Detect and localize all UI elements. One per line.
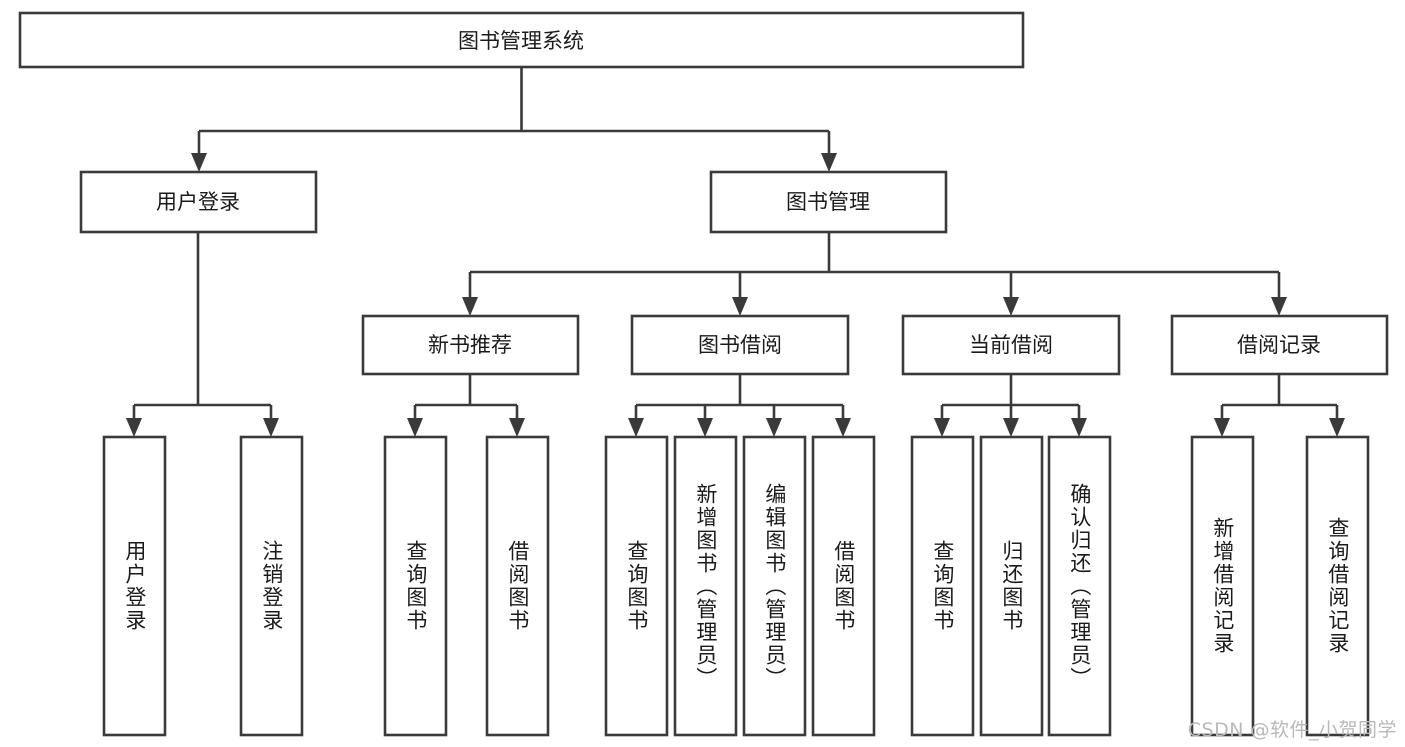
node-borrow-record[interactable]: 借阅记录	[1170, 314, 1389, 376]
connector-bookborrow-to-leaves	[628, 374, 851, 437]
connector-currentborrow-to-leaves	[934, 374, 1087, 437]
connector-borrowrecord-to-leaves	[1214, 374, 1345, 437]
node-book-borrow-label: 图书借阅	[698, 333, 782, 357]
connector-root-to-level2	[191, 67, 837, 172]
connector-newbook-to-leaves	[407, 374, 525, 437]
connector-userlogin-to-leaves	[126, 232, 279, 437]
leaf-box-query-book-2[interactable]	[604, 435, 669, 737]
leaf-box-logout-login[interactable]	[239, 435, 304, 737]
node-book-management[interactable]: 图书管理	[709, 170, 948, 234]
csdn-watermark: CSDN @软件_小贺同学	[1187, 719, 1397, 741]
node-new-book-recommend[interactable]: 新书推荐	[361, 314, 580, 376]
node-root[interactable]: 图书管理系统	[18, 11, 1025, 69]
leaf-box-add-record[interactable]	[1190, 435, 1255, 737]
node-current-borrow-label: 当前借阅	[969, 333, 1053, 357]
leaf-box-add-book[interactable]	[673, 435, 738, 737]
leaf-boxes	[102, 435, 1370, 737]
node-borrow-record-label: 借阅记录	[1237, 333, 1321, 357]
leaf-box-borrow-book-2[interactable]	[811, 435, 876, 737]
node-root-label: 图书管理系统	[458, 29, 584, 53]
connector-booksystem-to-level3	[462, 232, 1287, 316]
node-user-login-label: 用户登录	[156, 190, 240, 214]
leaf-box-edit-book[interactable]	[742, 435, 807, 737]
node-new-book-recommend-label: 新书推荐	[428, 333, 512, 357]
node-user-login[interactable]: 用户登录	[79, 170, 318, 234]
leaf-box-return-book[interactable]	[979, 435, 1044, 737]
leaf-box-query-book-3[interactable]	[910, 435, 975, 737]
node-current-borrow[interactable]: 当前借阅	[901, 314, 1121, 376]
leaf-box-query-record[interactable]	[1305, 435, 1370, 737]
leaf-box-borrow-book-1[interactable]	[485, 435, 550, 737]
leaf-box-query-book-1[interactable]	[383, 435, 448, 737]
leaf-box-confirm-return[interactable]	[1047, 435, 1112, 737]
leaf-box-user-login[interactable]	[102, 435, 167, 737]
node-book-borrow[interactable]: 图书借阅	[630, 314, 850, 376]
node-book-management-label: 图书管理	[786, 190, 870, 214]
